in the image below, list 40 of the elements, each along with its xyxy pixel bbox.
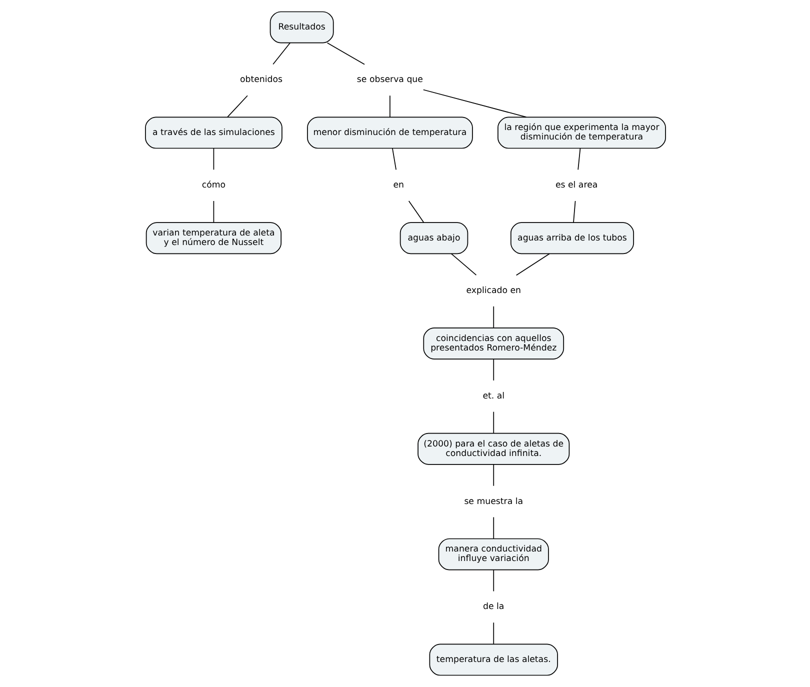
node-text: obtenidos	[239, 75, 282, 86]
node-box: Resultados	[269, 11, 334, 44]
node-box: la región que experimenta la mayor disminución de temperatura	[497, 116, 666, 149]
node-box: a través de las simulaciones	[144, 116, 282, 149]
connector	[515, 253, 550, 276]
node-text: et. al	[482, 391, 504, 402]
node-text: explicado en	[466, 286, 521, 296]
node-box: aguas abajo	[399, 222, 468, 254]
connector	[272, 42, 290, 65]
connector	[492, 516, 494, 539]
connector	[226, 95, 248, 118]
node-text: cómo	[201, 180, 226, 191]
connector	[392, 148, 396, 170]
connector	[492, 464, 494, 486]
connector	[492, 306, 494, 328]
node-box: menor disminución de temperatura	[306, 116, 472, 149]
connector	[326, 42, 364, 65]
connector	[422, 89, 526, 118]
node-text: se muestra la	[464, 496, 523, 507]
node-box: coincidencias con aquellos presentados Romero-Méndez	[422, 328, 564, 360]
node-box: temperatura de las aletas.	[428, 644, 558, 676]
connector	[492, 622, 494, 644]
connector	[212, 200, 214, 223]
node-box: manera conductividad influye variación	[438, 538, 548, 570]
connector	[389, 95, 390, 118]
node-text: en	[392, 180, 404, 191]
node-text: es el area	[554, 180, 598, 191]
connector	[212, 148, 214, 170]
node-box: (2000) para el caso de aletas de conductividad infinita.	[417, 432, 570, 465]
connector	[492, 569, 494, 592]
node-box: varian temperatura de aleta y el número de Nusselt	[145, 222, 282, 254]
connector	[572, 200, 576, 223]
connector	[577, 148, 580, 170]
connector	[492, 411, 494, 434]
node-box: aguas arriba de los tubos	[510, 222, 634, 254]
node-text: de la	[482, 602, 504, 612]
node-text: se observa que	[356, 75, 422, 86]
connector	[492, 358, 494, 381]
connector	[450, 253, 476, 276]
connector	[408, 200, 424, 223]
